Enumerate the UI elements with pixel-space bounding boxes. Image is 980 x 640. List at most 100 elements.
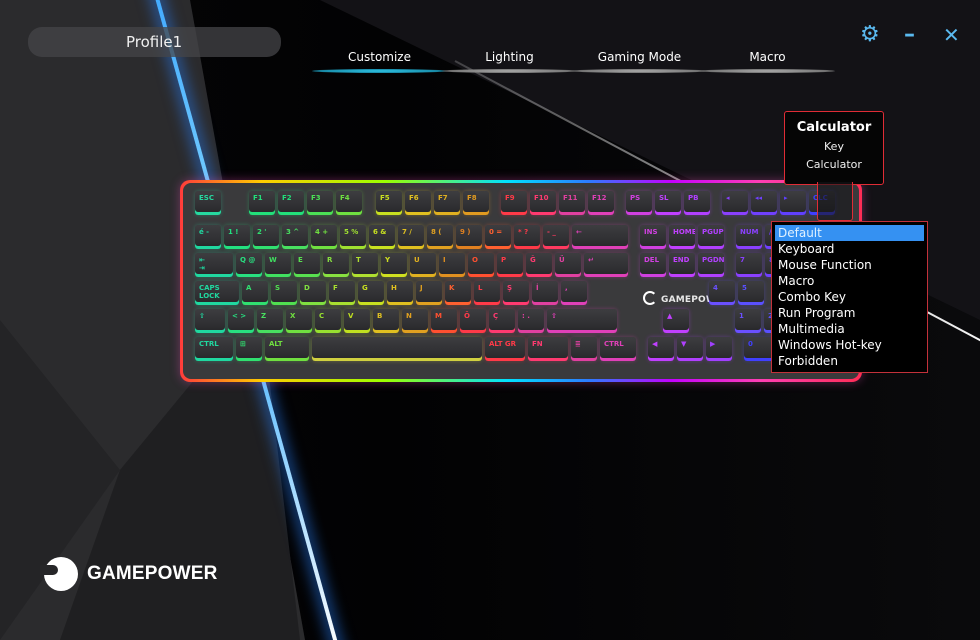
key[interactable]: 4 +	[311, 225, 337, 249]
profile-selector[interactable]: Profile1	[28, 27, 281, 57]
key[interactable]: ←	[572, 225, 628, 249]
key[interactable]: 9 )	[456, 225, 482, 249]
key[interactable]: Ü	[555, 253, 581, 277]
key[interactable]: F1	[249, 191, 275, 215]
key[interactable]: E	[294, 253, 320, 277]
key[interactable]: ⇧	[547, 309, 617, 333]
key[interactable]: Ç	[489, 309, 515, 333]
key[interactable]: NUM	[736, 225, 762, 249]
key[interactable]: V	[344, 309, 370, 333]
key[interactable]: INS	[640, 225, 666, 249]
tab-gaming-mode[interactable]: Gaming Mode	[572, 50, 707, 74]
key[interactable]: ALT	[265, 337, 309, 361]
key[interactable]: F8	[463, 191, 489, 215]
key[interactable]: DEL	[640, 253, 666, 277]
key[interactable]: CTRL	[195, 337, 233, 361]
key[interactable]: A	[242, 281, 268, 305]
key[interactable]: 7	[736, 253, 762, 277]
key[interactable]: 1	[735, 309, 761, 333]
key[interactable]: F3	[307, 191, 333, 215]
key[interactable]: ◀	[648, 337, 674, 361]
key[interactable]: 2 '	[253, 225, 279, 249]
key[interactable]: 0 =	[485, 225, 511, 249]
key[interactable]: HOME	[669, 225, 695, 249]
menu-item-multimedia[interactable]: Multimedia	[778, 322, 845, 336]
key[interactable]: Ö	[460, 309, 486, 333]
key[interactable]: END	[669, 253, 695, 277]
key[interactable]: B	[373, 309, 399, 333]
tab-lighting[interactable]: Lighting	[442, 50, 577, 74]
menu-item-combo-key[interactable]: Combo Key	[778, 290, 846, 304]
key[interactable]: ⇤ ⇥	[195, 253, 233, 277]
key[interactable]: U	[410, 253, 436, 277]
key[interactable]: ▼	[677, 337, 703, 361]
key[interactable]: Ğ	[526, 253, 552, 277]
key[interactable]: ▸	[780, 191, 806, 215]
tab-customize[interactable]: Customize	[312, 50, 447, 74]
key[interactable]: ◂◂	[751, 191, 777, 215]
menu-item-windows-hotkey[interactable]: Windows Hot-key	[778, 338, 882, 352]
key[interactable]: J	[416, 281, 442, 305]
key[interactable]: M	[431, 309, 457, 333]
key[interactable]: 6 &	[369, 225, 395, 249]
key[interactable]: Q @	[236, 253, 262, 277]
menu-item-keyboard[interactable]: Keyboard	[778, 242, 835, 256]
key[interactable]: PS	[626, 191, 652, 215]
key[interactable]	[312, 337, 482, 361]
key[interactable]: SL	[655, 191, 681, 215]
key[interactable]: 5	[738, 281, 764, 305]
key[interactable]: 7 /	[398, 225, 424, 249]
key[interactable]: F5	[376, 191, 402, 215]
gear-icon[interactable]: ⚙	[860, 22, 880, 47]
key[interactable]: D	[300, 281, 326, 305]
key[interactable]: é -	[195, 225, 221, 249]
key[interactable]: F	[329, 281, 355, 305]
key[interactable]: FN	[528, 337, 568, 361]
key[interactable]: F11	[559, 191, 585, 215]
key[interactable]: X	[286, 309, 312, 333]
key[interactable]: ◂	[722, 191, 748, 215]
key[interactable]: < >	[228, 309, 254, 333]
key[interactable]: ▶	[706, 337, 732, 361]
close-icon[interactable]: ✕	[943, 23, 960, 47]
key[interactable]: ALT GR	[485, 337, 525, 361]
menu-item-forbidden[interactable]: Forbidden	[778, 354, 838, 368]
key[interactable]: Z	[257, 309, 283, 333]
menu-item-run-program[interactable]: Run Program	[778, 306, 856, 320]
key[interactable]: F2	[278, 191, 304, 215]
key[interactable]: I	[439, 253, 465, 277]
minimize-icon[interactable]: –	[904, 22, 915, 47]
key[interactable]: T	[352, 253, 378, 277]
key[interactable]: K	[445, 281, 471, 305]
key[interactable]: PGDN	[698, 253, 724, 277]
menu-item-default[interactable]: Default	[775, 225, 924, 241]
tab-macro[interactable]: Macro	[700, 50, 835, 74]
key[interactable]: ESC	[195, 191, 221, 215]
key[interactable]: CAPS LOCK	[195, 281, 239, 305]
key[interactable]: F10	[530, 191, 556, 215]
key[interactable]: 3 ^	[282, 225, 308, 249]
menu-item-mouse-function[interactable]: Mouse Function	[778, 258, 872, 272]
key[interactable]: F6	[405, 191, 431, 215]
key[interactable]: N	[402, 309, 428, 333]
key[interactable]: O	[468, 253, 494, 277]
key[interactable]: 8 (	[427, 225, 453, 249]
menu-item-macro[interactable]: Macro	[778, 274, 815, 288]
key[interactable]: R	[323, 253, 349, 277]
key[interactable]: 4	[709, 281, 735, 305]
key[interactable]: Ş	[503, 281, 529, 305]
key[interactable]: H	[387, 281, 413, 305]
key[interactable]: PGUP	[698, 225, 724, 249]
key[interactable]: F4	[336, 191, 362, 215]
key[interactable]: ⊞	[236, 337, 262, 361]
key[interactable]: ▲	[663, 309, 689, 333]
key[interactable]: ↵	[584, 253, 628, 277]
key[interactable]: : .	[518, 309, 544, 333]
key[interactable]: Y	[381, 253, 407, 277]
key[interactable]: PB	[684, 191, 710, 215]
key[interactable]: ⇧	[195, 309, 225, 333]
key[interactable]: F7	[434, 191, 460, 215]
key[interactable]: * ?	[514, 225, 540, 249]
key[interactable]: S	[271, 281, 297, 305]
key[interactable]: L	[474, 281, 500, 305]
